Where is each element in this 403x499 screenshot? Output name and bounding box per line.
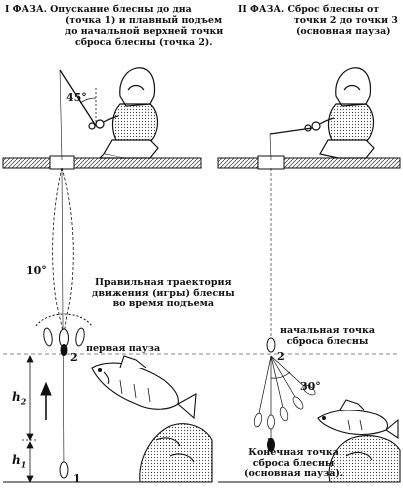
end-point-label: Конечная точка сброса блесны (основная п…	[244, 447, 344, 480]
angle-10-label: 10°	[26, 264, 47, 277]
h2-subscript: 2	[20, 396, 27, 407]
end-point-label-line-3: (основная пауза).	[244, 468, 344, 479]
phase-1-caption-line-1: I ФАЗА. Опускание блесны до дна	[5, 4, 192, 15]
angler-right	[304, 67, 375, 159]
angle-arc-45	[79, 97, 97, 104]
zander-fish-right	[317, 399, 399, 440]
trajectory-label: Правильная траектория движения (игры) бл…	[92, 277, 235, 310]
angle-45-label: 45°	[66, 91, 87, 104]
end-point-label-line-2: сброса блесны	[252, 457, 335, 469]
phase-1-caption-line-4: сброса блесны (точка 2).	[75, 37, 213, 48]
trajectory-left	[52, 167, 74, 471]
point-3-label: 3	[267, 436, 275, 449]
lure-point-3	[267, 438, 275, 452]
up-arrow	[40, 381, 52, 420]
phase-2-caption-line-1: II ФАЗА. Сброс блесны от	[238, 4, 380, 15]
lure-fall-fan	[253, 355, 316, 430]
trajectory-label-line-2: движения (игры) блесны	[92, 287, 235, 299]
angler-left	[88, 67, 159, 159]
phase-1-caption-line-3: до начальной верхней точки	[65, 26, 224, 37]
point-1-label: 1	[73, 472, 81, 485]
point-2-left-label: 2	[70, 351, 78, 364]
h2-label: h2	[12, 390, 27, 407]
zander-fish-left	[91, 355, 197, 420]
rock-right	[328, 435, 401, 483]
h1-label: h1	[12, 453, 27, 470]
trajectory-label-line-3: во время подъема	[112, 298, 215, 309]
fishing-line-left	[59, 69, 63, 161]
start-point-label-line-1: начальная точка	[280, 325, 375, 336]
start-point-label-line-2: сброса блесны	[286, 335, 369, 347]
phase-2-caption: II ФАЗА. Сброс блесны от точки 2 до точк…	[238, 4, 398, 37]
rock-left	[139, 423, 213, 483]
phase-1-caption: I ФАЗА. Опускание блесны до дна (точка 1…	[5, 4, 223, 48]
end-point-label-line-1: Конечная точка	[248, 447, 339, 458]
fishing-line-right-top	[269, 133, 272, 161]
angle-30-label: 30°	[300, 380, 321, 393]
start-point-label: начальная точка сброса блесны	[280, 325, 375, 347]
lure-point-2-right	[266, 337, 276, 353]
ice-right	[217, 155, 401, 170]
h1-letter: h	[12, 453, 21, 467]
phase-1-caption-line-2: (точка 1) и плавный подъем	[65, 15, 223, 26]
point-2-right-label: 2	[277, 350, 285, 363]
h2-letter: h	[12, 390, 21, 404]
lure-point-1	[59, 461, 69, 479]
trajectory-label-line-1: Правильная траектория	[95, 277, 232, 288]
lure-point-2-left	[60, 344, 68, 356]
phase-2-caption-line-2: точки 2 до точки 3	[294, 15, 398, 26]
rod-right	[269, 127, 313, 135]
h1-subscript: 1	[20, 459, 27, 470]
lure-swing-left	[35, 313, 93, 348]
phase-2-caption-line-3: (основная пауза)	[296, 26, 391, 37]
first-pause-label: первая пауза	[86, 343, 161, 354]
rod-left	[59, 69, 97, 127]
